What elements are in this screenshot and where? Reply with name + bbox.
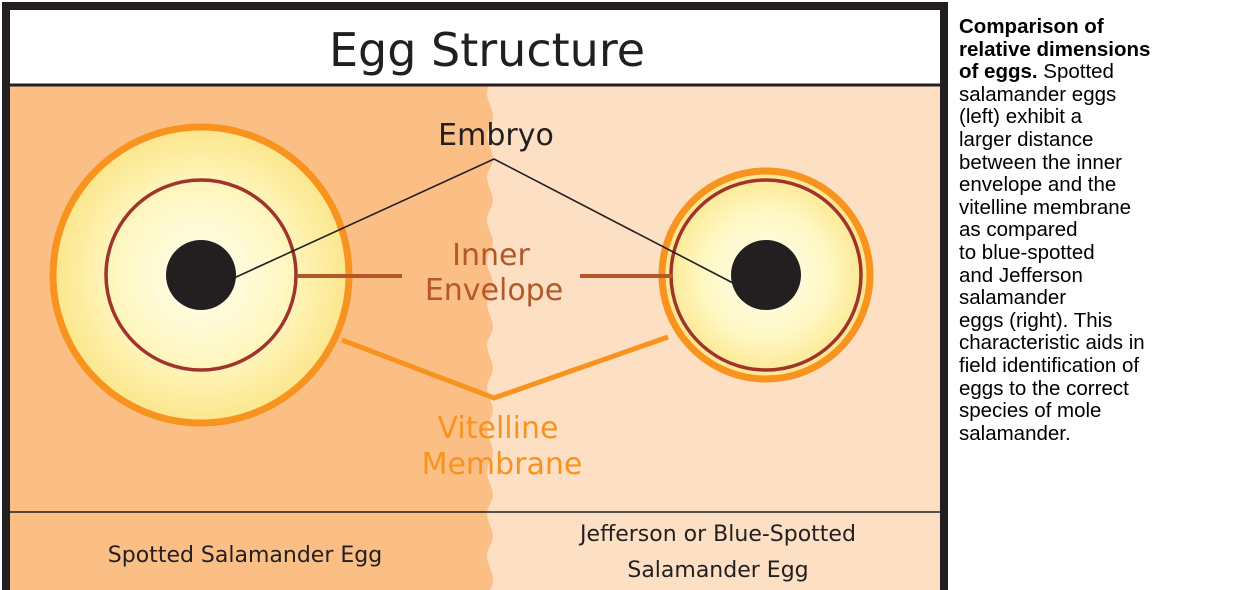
right-egg-name-line2: Salamander Egg (627, 558, 808, 583)
right-egg-name-line1: Jefferson or Blue-Spotted (578, 522, 856, 547)
caption-body: Spotted salamander eggs (left) exhibit a… (959, 60, 1145, 445)
egg-structure-diagram: Egg Structure Embryo Inner Envelope Vite… (0, 0, 950, 590)
vitelline-label-line1: Vitelline (438, 411, 559, 446)
left-egg-name: Spotted Salamander Egg (108, 543, 382, 568)
inner-envelope-label-line1: Inner (452, 238, 530, 273)
vitelline-label-line2: Membrane (422, 447, 583, 482)
right-embryo (731, 240, 801, 310)
diagram-title: Egg Structure (329, 23, 645, 77)
jefferson-blue-spotted-egg (662, 171, 870, 379)
figure-caption: Comparison of relative dimensions of egg… (959, 16, 1237, 445)
left-embryo (166, 240, 236, 310)
embryo-label: Embryo (438, 118, 554, 153)
inner-envelope-label-line2: Envelope (425, 273, 563, 308)
